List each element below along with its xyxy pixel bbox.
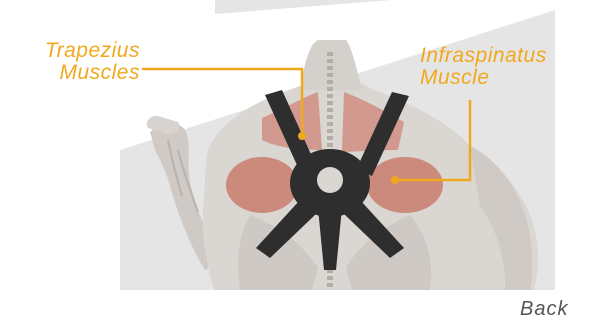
infraspinatus-callout-dot xyxy=(391,176,399,184)
view-caption: Back xyxy=(520,298,600,321)
trapezius-label: Trapezius Muscles xyxy=(6,40,140,84)
trapezius-label-line1: Trapezius xyxy=(6,40,140,62)
trapezius-label-line2: Muscles xyxy=(6,62,140,84)
infraspinatus-label-line1: Infraspinatus xyxy=(420,45,600,67)
infraspinatus-label-line2: Muscle xyxy=(420,67,600,89)
infraspinatus-label: Infraspinatus Muscle xyxy=(420,45,600,89)
trapezius-callout-dot xyxy=(298,132,306,140)
